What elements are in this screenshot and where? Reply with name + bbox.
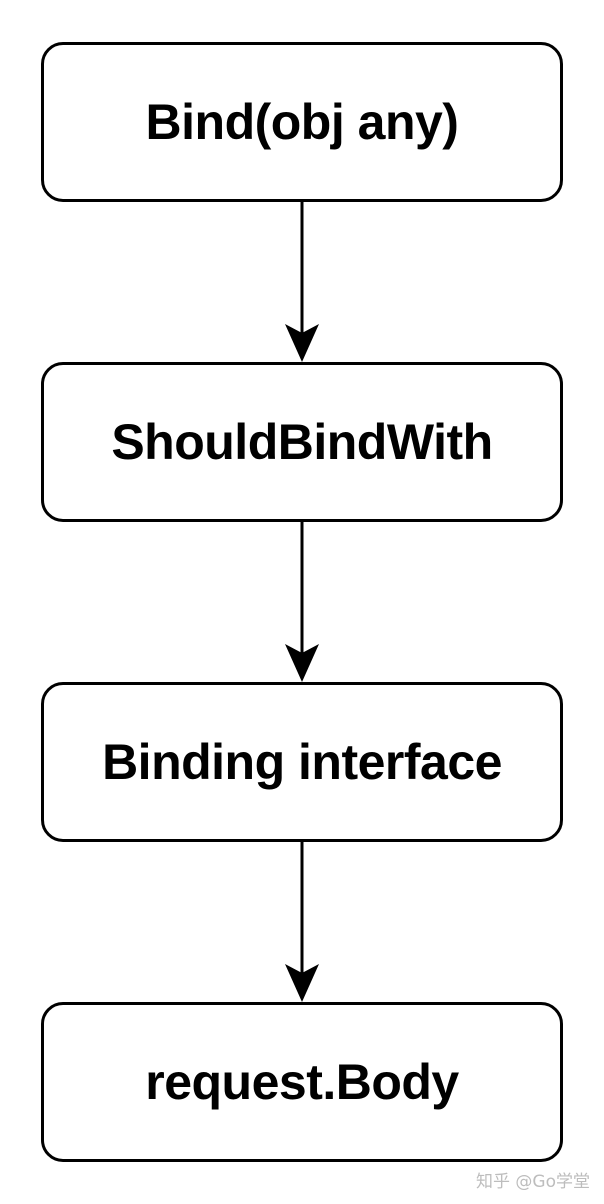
node-label-request-body: request.Body [145,1054,459,1110]
node-binding-interface: Binding interface [41,682,563,842]
arrowhead-icon [285,644,319,682]
arrow-binding-to-requestbody [285,842,319,1002]
node-shouldbindwith: ShouldBindWith [41,362,563,522]
node-label-bind: Bind(obj any) [145,94,459,150]
arrow-shouldbindwith-to-binding [285,522,319,682]
node-label-shouldbindwith: ShouldBindWith [111,414,493,470]
arrow-bind-to-shouldbindwith [285,202,319,362]
node-bind: Bind(obj any) [41,42,563,202]
node-label-binding-interface: Binding interface [102,734,502,790]
node-request-body: request.Body [41,1002,563,1162]
arrowhead-icon [285,964,319,1002]
arrowhead-icon [285,324,319,362]
watermark: 知乎 @Go学堂 [476,1172,590,1192]
